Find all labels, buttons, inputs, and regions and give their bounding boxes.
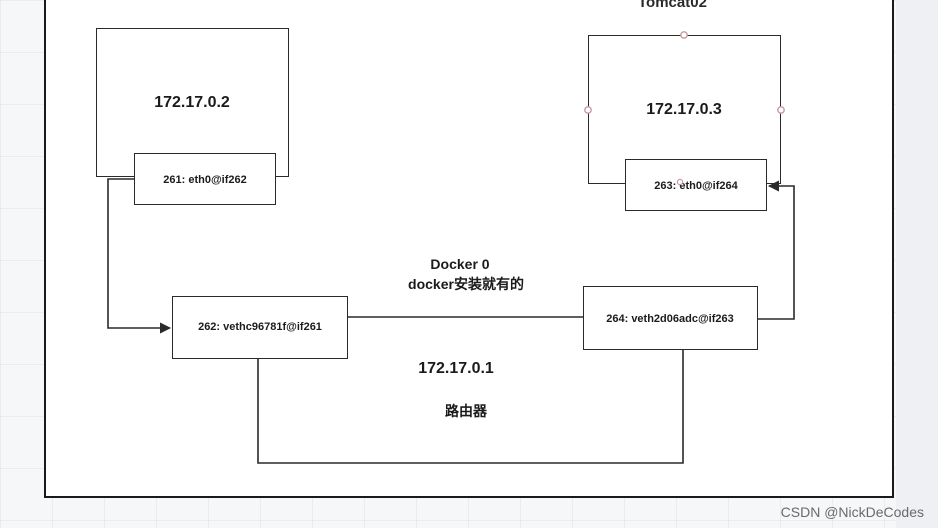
link-veth-container2 (758, 180, 795, 320)
watermark: CSDN @NickDeCodes (780, 504, 924, 520)
resize-handle-left (584, 106, 592, 114)
cursor-dot (676, 178, 684, 186)
bridge-subtitle: docker安装就有的 (408, 276, 524, 292)
resize-handle-top (680, 31, 688, 39)
link-container1-veth (107, 178, 172, 334)
resize-handle-right (777, 106, 785, 114)
right-veth-label: 264: veth2d06adc@if263 (606, 313, 734, 325)
container2-iface-label: 263: eth0@if264 (654, 180, 738, 192)
container1-ip: 172.17.0.2 (154, 94, 230, 111)
right-veth-box[interactable] (583, 286, 758, 350)
router-label: 路由器 (445, 403, 487, 419)
bridge-ip: 172.17.0.1 (418, 360, 494, 377)
router-outline (257, 350, 684, 464)
container2-ip: 172.17.0.3 (646, 101, 722, 118)
left-veth-box[interactable] (172, 296, 348, 359)
container1-box[interactable] (96, 28, 289, 177)
container2-iface-box[interactable] (625, 159, 767, 211)
container2-title: Tomcat02 (638, 0, 707, 11)
container1-iface-label: 261: eth0@if262 (163, 174, 247, 186)
container1-iface-box[interactable] (134, 153, 276, 205)
side-strip (896, 0, 938, 528)
bridge-name: Docker 0 (430, 256, 490, 272)
left-veth-label: 262: vethc96781f@if261 (198, 321, 322, 333)
